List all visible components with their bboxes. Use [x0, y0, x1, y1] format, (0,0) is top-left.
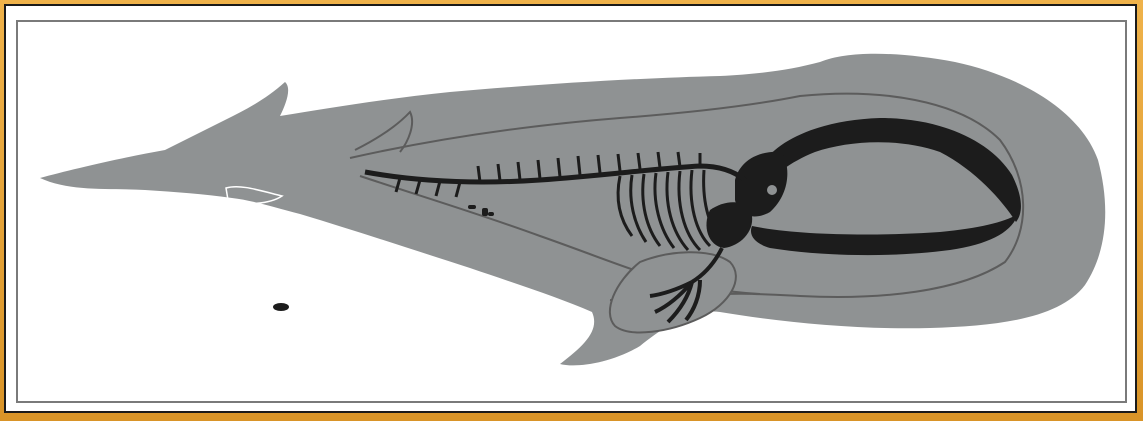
eye-socket: [767, 185, 777, 195]
whale-body-silhouette-icon: [40, 54, 1105, 366]
stray-speck: [273, 303, 289, 311]
